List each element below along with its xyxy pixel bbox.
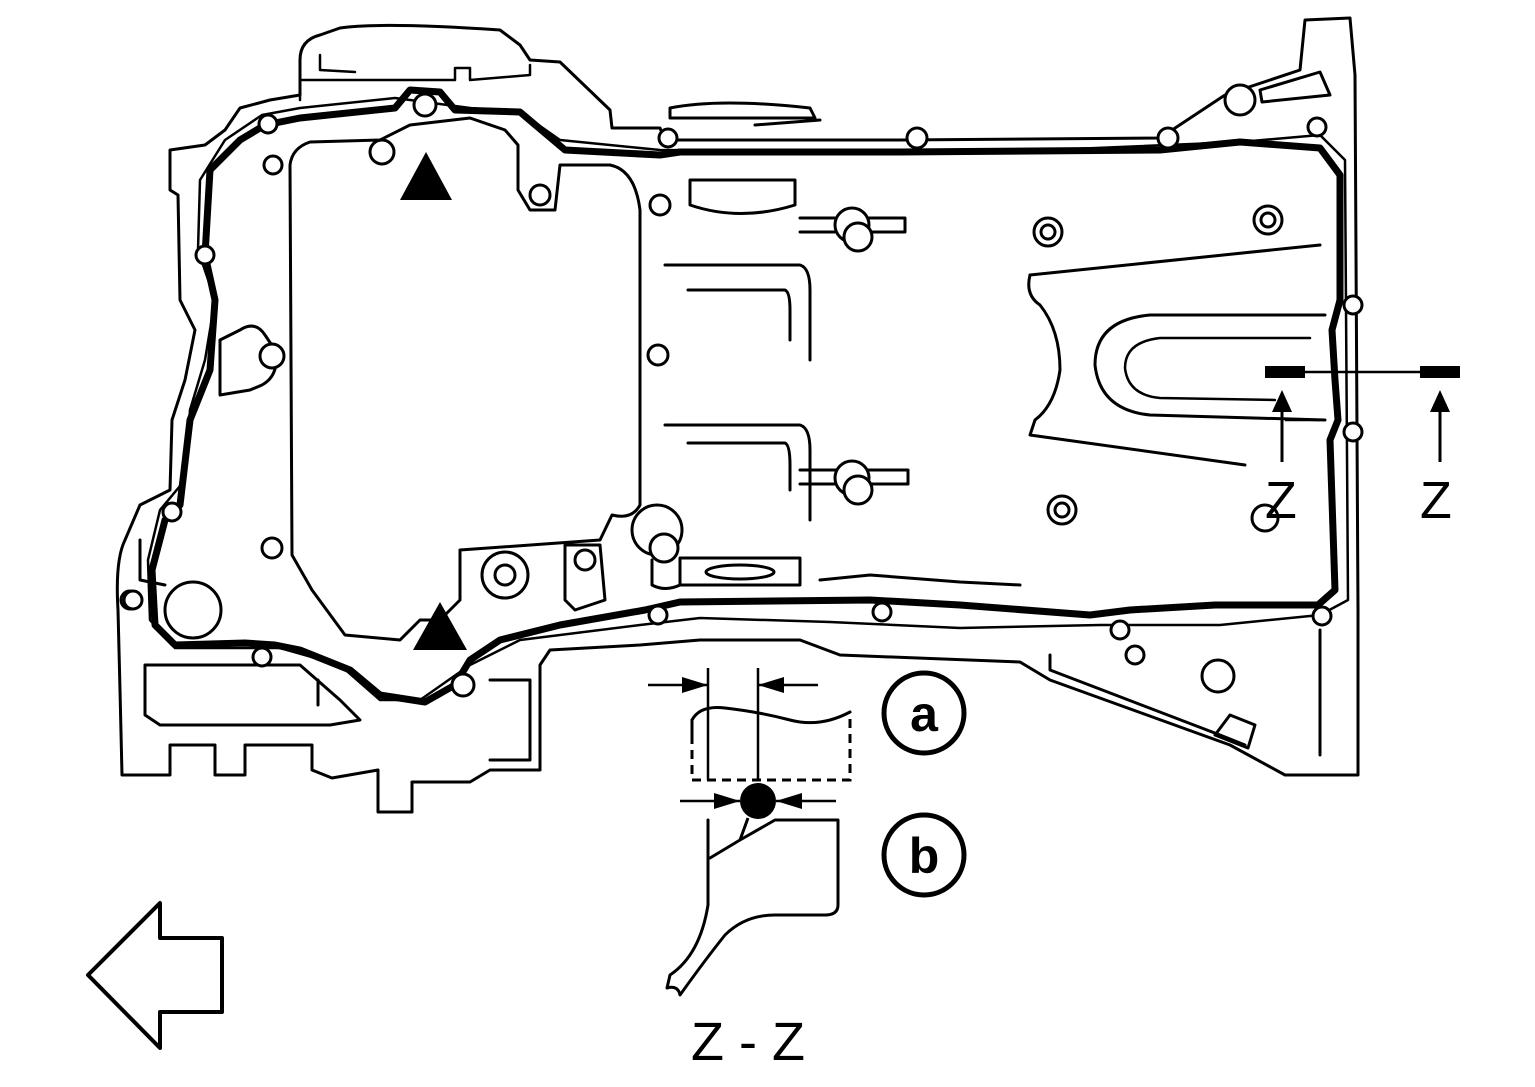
stud-fitting-lower [798,459,910,506]
bolt-hole [1156,126,1180,150]
bolt-hole [161,501,183,523]
section-view-detail [648,668,852,997]
bolt-hole [648,193,672,217]
pan-baffle-region [1027,243,1327,467]
bolt-hole [646,343,670,367]
bolt-hole [262,154,284,176]
bolt-hole [1311,605,1333,627]
bolt-hole [450,672,476,698]
bolt-hole [194,244,216,266]
oil-pan-outer-outline [115,16,1360,814]
bolt-hole [251,646,273,668]
bolt-hole [1124,644,1146,666]
bolt-hole [1259,211,1277,229]
bolt-hole [905,126,929,150]
top-center-bosses [668,101,822,215]
bolt-hole [122,589,144,611]
oil-pan-inner-flange [146,96,1350,702]
bolt-hole [1342,421,1364,443]
front-direction-arrow-icon [86,901,224,1050]
center-rails [663,263,812,522]
callout-b: b [881,812,967,898]
top-right-ear [1223,70,1332,117]
drain-plug-area [630,503,1022,590]
bolt-hole [1250,503,1280,533]
bolt-hole [368,138,396,166]
sealant-bead-line [148,86,1344,706]
lower-left-features [119,324,607,762]
bolt-hole [1039,223,1057,241]
bolt-hole [257,113,279,135]
top-tab-detail [298,53,532,102]
section-marker-left: Z [1265,472,1297,530]
section-view-title: Z - Z [691,1012,805,1072]
bolt-hole [412,92,438,118]
bolt-hole [1306,116,1328,138]
callout-b-label: b [909,828,940,884]
pan-interior-recess [288,116,642,642]
bolt-holes [122,92,1364,698]
bolt-hole [871,601,893,623]
bolt-hole [1053,501,1071,519]
section-line-z [1265,366,1460,462]
bolt-hole [647,604,669,626]
bolt-hole [657,127,679,149]
sealant-bead-icon [740,783,776,819]
bolt-hole [1342,294,1364,316]
callout-a-label: a [910,686,939,742]
triangle-marker-icon [413,602,467,650]
bolt-hole [528,183,552,207]
callout-a: a [881,670,967,756]
lower-right-boss [1048,628,1322,757]
triangle-marker-icon [400,152,452,200]
bolt-hole [260,536,284,560]
stud-fitting-upper [798,206,907,253]
section-marker-right: Z [1420,472,1452,530]
bolt-hole [1109,619,1131,641]
